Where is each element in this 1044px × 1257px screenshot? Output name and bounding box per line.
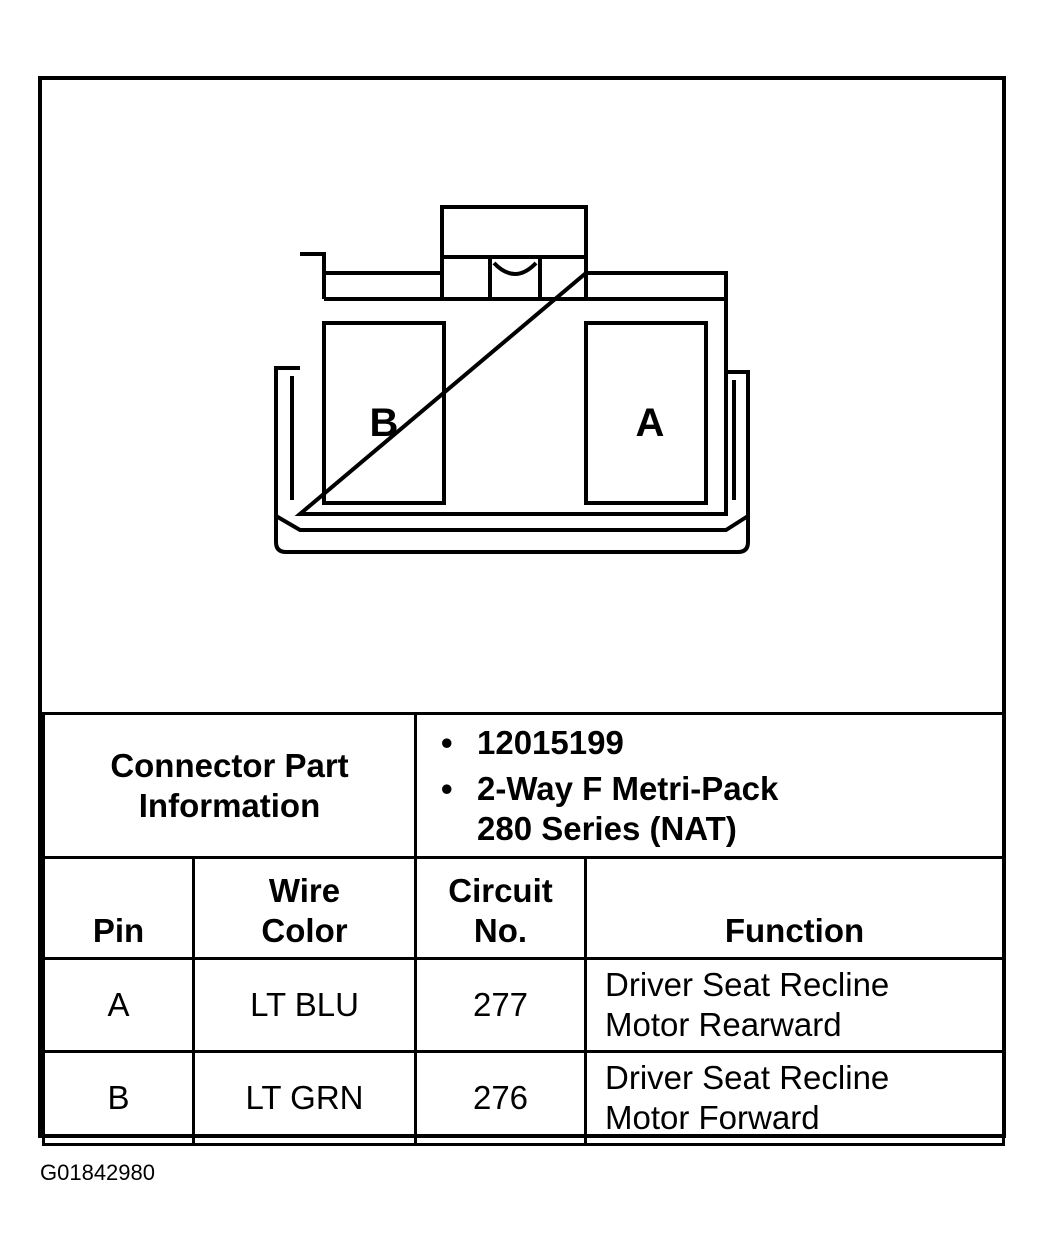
bullet-icon: • [441,769,453,807]
part-number: 12015199 [477,723,624,761]
connector-drawing: B A [274,205,750,554]
connector-body [294,252,728,516]
row-b-pin: B [42,1050,195,1146]
part-info-row: Connector Part Information • 12015199 • 2-… [42,712,1005,859]
row-a-function: Driver Seat Recline Motor Rearward [584,957,1005,1053]
header-function: Function [584,856,1005,960]
row-b-wire-color: LT GRN [192,1050,417,1146]
row-a-function-text: Driver Seat Recline Motor Rearward [605,966,890,1043]
connector-base [274,514,750,532]
bullet-icon: • [441,723,453,761]
connector-diagram: B A [42,80,1002,712]
right-rail [726,370,750,554]
locking-tab-latch [492,261,538,276]
part-info-label: Connector Part Information [42,712,417,859]
table-row: A LT BLU 277 Driver Seat Recline Motor R… [42,957,1005,1053]
connector-figure-frame: B A Connector Part Information • 12015199… [38,76,1006,1146]
cavity-b [322,321,446,505]
left-rail [274,366,300,554]
header-pin: Pin [42,856,195,960]
row-a-wire-color: LT BLU [192,957,417,1053]
part-info-values: • 12015199 • 2-Way F Metri-Pack 280 Series… [414,712,1005,859]
connector-info-table: Connector Part Information • 12015199 • 2-… [42,712,1005,1146]
row-b-circuit-no: 276 [414,1050,587,1146]
row-a-circuit-no: 277 [414,957,587,1053]
row-b-function: Driver Seat Recline Motor Forward [584,1050,1005,1146]
header-wire-color-text: Wire Color [261,872,348,949]
table-row: B LT GRN 276 Driver Seat Recline Motor F… [42,1050,1005,1146]
header-wire-color: Wire Color [192,856,417,960]
row-b-function-text: Driver Seat Recline Motor Forward [605,1059,890,1136]
row-a-pin: A [42,957,195,1053]
part-series: 2-Way F Metri-Pack 280 Series (NAT) [477,769,779,847]
part-series-item: • 2-Way F Metri-Pack 280 Series (NAT) [441,769,807,849]
header-circuit-no-text: Circuit No. [448,872,553,949]
table-header-row: Pin Wire Color Circuit No. Function [42,856,1005,960]
locking-tab [440,205,588,301]
header-circuit-no: Circuit No. [414,856,587,960]
part-number-item: • 12015199 [441,723,1002,763]
cavity-b-label: B [370,401,399,445]
cavity-a-label: A [636,401,665,445]
figure-id: G01842980 [40,1160,155,1185]
cavity-a [584,321,708,505]
